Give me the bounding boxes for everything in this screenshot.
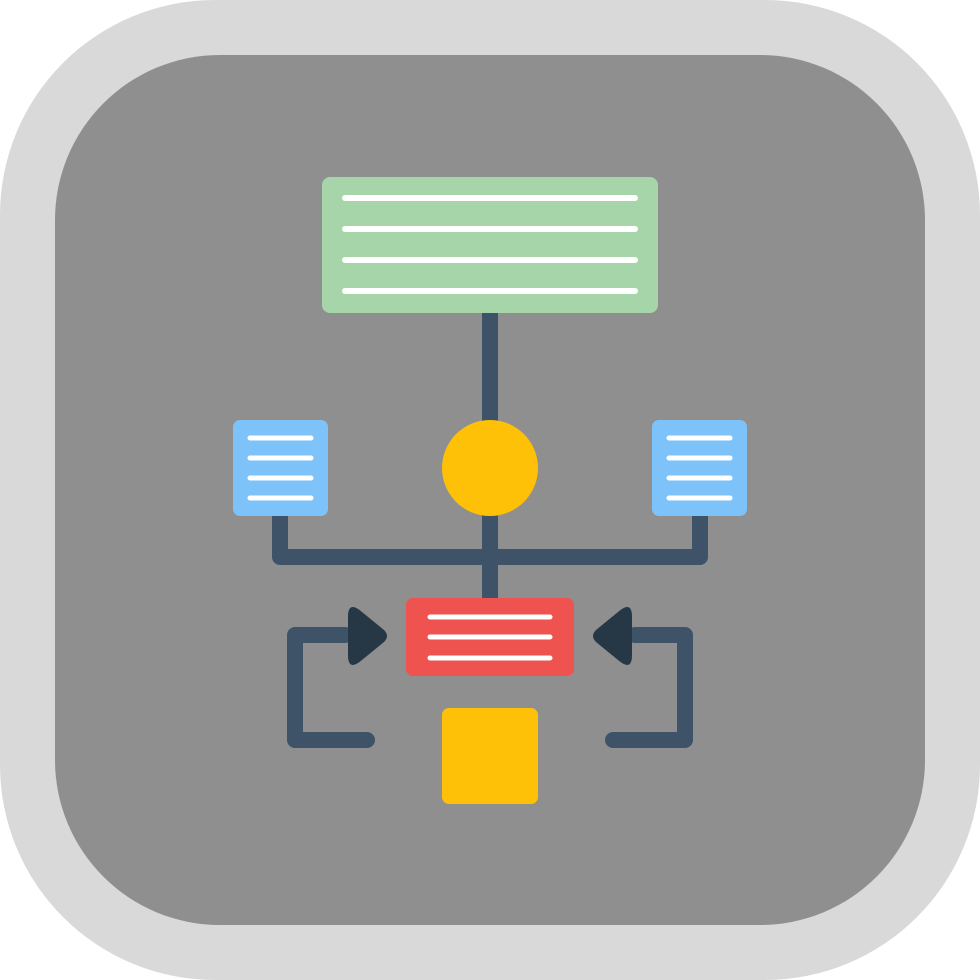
left-box-text-lines: [247, 435, 314, 501]
output-square: [442, 708, 538, 804]
right-box-text-lines: [666, 435, 733, 501]
right-loop-connector: [605, 627, 693, 748]
right-document-box: [652, 420, 747, 516]
top-box-text-lines: [342, 195, 638, 294]
left-branch-connector: [272, 504, 498, 565]
center-box-text-lines: [427, 614, 553, 661]
right-branch-connector: [482, 504, 708, 565]
connector-lines: [272, 297, 708, 748]
center-process-box: [406, 598, 574, 676]
left-arrowhead-icon: [348, 607, 387, 665]
left-loop-connector: [287, 627, 375, 748]
top-process-box: [322, 177, 658, 313]
right-arrowhead-icon: [593, 607, 632, 665]
decision-circle: [442, 420, 538, 516]
left-document-box: [233, 420, 328, 516]
